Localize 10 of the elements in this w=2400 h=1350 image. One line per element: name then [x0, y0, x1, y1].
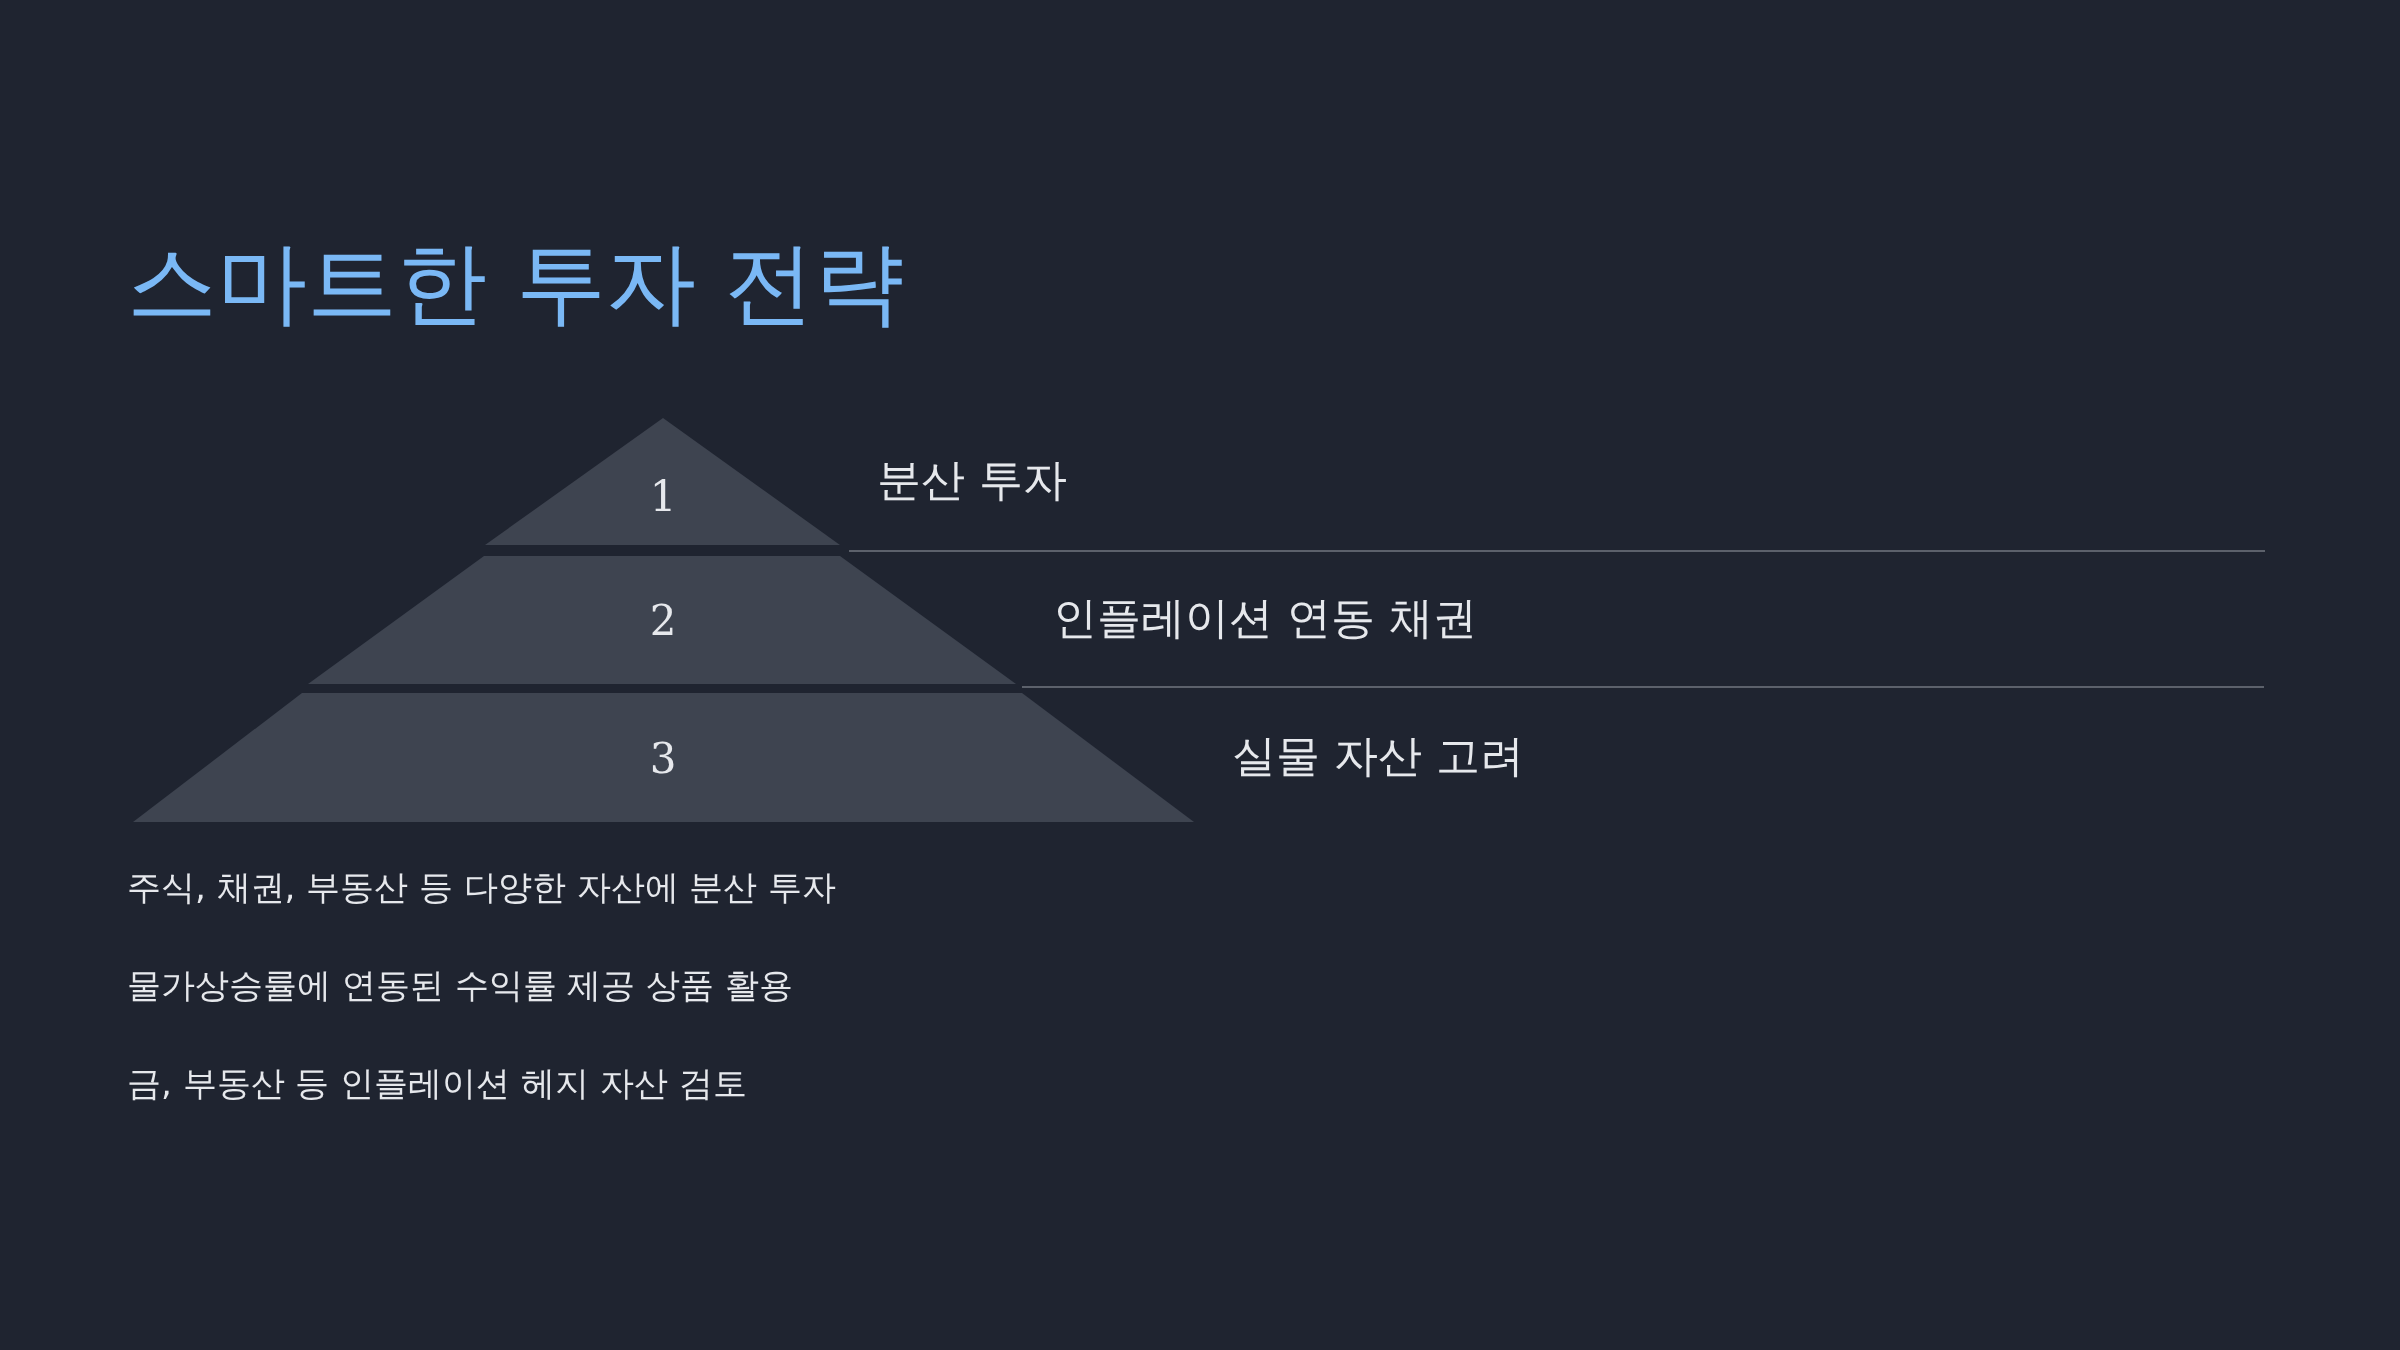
- description-text: 금, 부동산 등 인플레이션 헤지 자산 검토: [127, 1066, 747, 1100]
- tier-label: 인플레이션 연동 채권: [1053, 596, 1477, 640]
- title: 스마트한 투자 전략: [127, 238, 905, 328]
- tier-number: 3: [649, 738, 677, 780]
- tier-label: 실물 자산 고려: [1232, 734, 1524, 778]
- tier-number: 2: [649, 600, 677, 642]
- description-text: 주식, 채권, 부동산 등 다양한 자산에 분산 투자: [127, 870, 837, 904]
- tier-label: 분산 투자: [877, 458, 1067, 502]
- tier-number: 1: [649, 476, 677, 518]
- description-text: 물가상승률에 연동된 수익률 제공 상품 활용: [127, 968, 794, 1002]
